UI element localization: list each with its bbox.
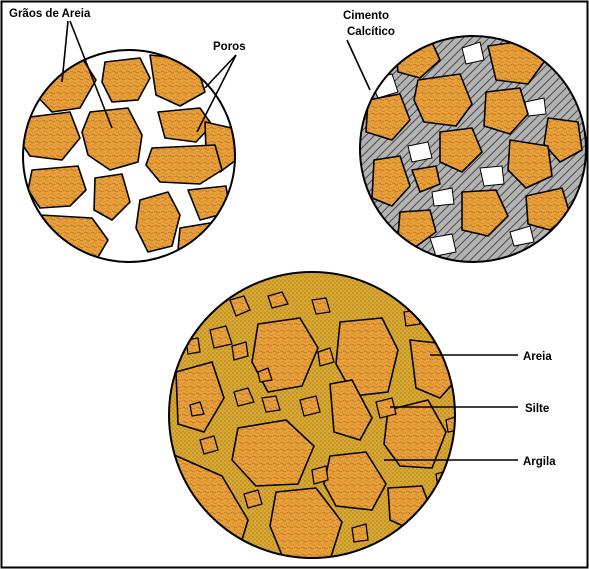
silt-grain [200,436,218,454]
silt-grain [262,396,280,412]
pore [480,166,504,186]
cement-label-line2: Calcítico [347,26,395,38]
sand-grains-label: Grãos de Areia [9,8,91,20]
clay-label: Argila [523,456,556,468]
calcitic-cement-circle [360,36,586,262]
silt-grain [312,466,328,484]
silt-grain [376,398,396,418]
silt-grain [244,490,262,508]
sand-label: Areia [523,351,552,363]
silt-grain [352,524,368,542]
silt-grain [232,342,248,360]
pores-label: Poros [213,41,246,53]
sand-grain [146,145,222,184]
silt-grain [300,396,320,416]
cement-label-line1: Cimento [343,10,389,22]
silt-label: Silte [525,403,549,415]
silt-grain [312,298,330,314]
pore [408,142,432,162]
